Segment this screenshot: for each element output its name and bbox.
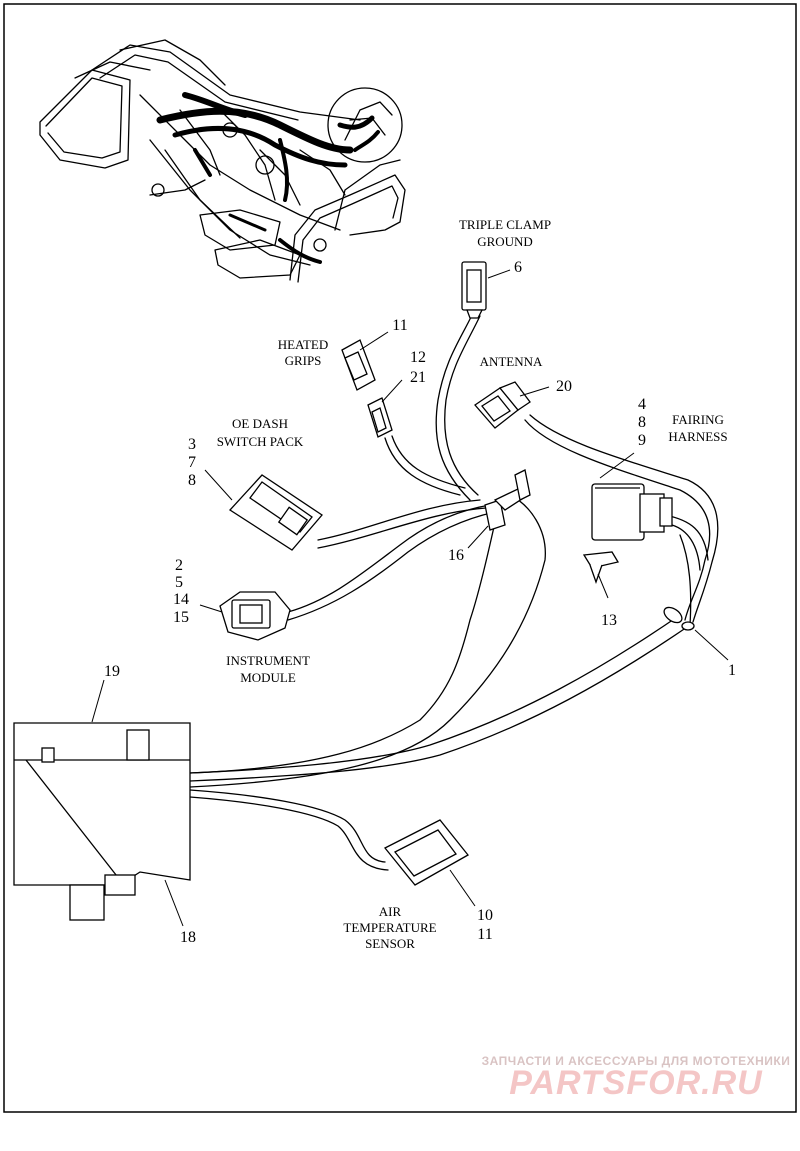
callout-15: 15 xyxy=(173,609,189,626)
callout-7: 7 xyxy=(188,454,196,471)
connector-heated-grips xyxy=(341,339,376,391)
connector-12-21 xyxy=(367,397,393,438)
cable-strap-1 xyxy=(663,606,695,631)
callout-numbers: 6 11 12 21 20 4 8 9 3 7 8 16 13 2 5 14 1… xyxy=(104,259,736,946)
text-labels: TRIPLE CLAMP GROUND HEATED GRIPS ANTENNA… xyxy=(217,217,728,951)
callout-4: 4 xyxy=(638,396,646,413)
label-fairing-1: FAIRING xyxy=(672,412,724,427)
main-harness-routing xyxy=(156,92,380,264)
callout-16: 16 xyxy=(448,547,464,564)
connector-oe-dash xyxy=(229,474,323,551)
label-instrument-2: MODULE xyxy=(240,670,296,685)
callout-6: 6 xyxy=(514,259,522,276)
motorcycle-frame-illustration xyxy=(39,39,406,283)
callout-10: 10 xyxy=(477,907,493,924)
connector-instrument-module xyxy=(219,591,291,641)
callout-8-dash: 8 xyxy=(188,472,196,489)
label-triple-clamp-1: TRIPLE CLAMP xyxy=(459,217,551,232)
callout-11-grips: 11 xyxy=(392,317,407,334)
label-air-temp-3: SENSOR xyxy=(365,936,415,951)
label-air-temp-1: AIR xyxy=(379,904,402,919)
connector-fairing-harness xyxy=(591,483,673,541)
label-triple-clamp-2: GROUND xyxy=(477,234,533,249)
connector-antenna xyxy=(474,381,531,429)
callout-3: 3 xyxy=(188,436,196,453)
callout-21: 21 xyxy=(410,369,426,386)
callout-1: 1 xyxy=(728,662,736,679)
connector-triple-clamp-ground xyxy=(461,261,487,319)
label-antenna: ANTENNA xyxy=(480,354,543,369)
clip-13 xyxy=(582,551,620,584)
callout-9: 9 xyxy=(638,432,646,449)
callout-11-sensor: 11 xyxy=(477,926,492,943)
callout-14: 14 xyxy=(173,591,189,608)
watermark-tagline: ЗАПЧАСТИ И АКСЕССУАРЫ ДЛЯ МОТОТЕХНИКИ xyxy=(482,1054,791,1068)
watermark-brand: PARTSFOR.RU xyxy=(509,1064,763,1102)
label-heated-grips-2: GRIPS xyxy=(285,353,322,368)
cable-tie-16 xyxy=(484,469,531,531)
callout-12: 12 xyxy=(410,349,426,366)
callout-19: 19 xyxy=(104,663,120,680)
wires xyxy=(189,314,719,871)
fairing-bracket-box xyxy=(13,722,191,921)
callout-5: 5 xyxy=(175,574,183,591)
page-frame xyxy=(3,3,797,1113)
watermark: ЗАПЧАСТИ И АКСЕССУАРЫ ДЛЯ МОТОТЕХНИКИ PA… xyxy=(482,1054,791,1102)
label-oe-dash-2: SWITCH PACK xyxy=(217,434,304,449)
callout-2: 2 xyxy=(175,557,183,574)
callout-8-fairing: 8 xyxy=(638,414,646,431)
label-heated-grips-1: HEATED xyxy=(278,337,329,352)
callout-18: 18 xyxy=(180,929,196,946)
leader-lines xyxy=(91,269,729,927)
label-instrument-1: INSTRUMENT xyxy=(226,653,310,668)
callout-13: 13 xyxy=(601,612,617,629)
callout-20: 20 xyxy=(556,378,572,395)
connector-air-temperature-sensor xyxy=(383,819,469,886)
label-oe-dash-1: OE DASH xyxy=(232,416,288,431)
label-fairing-2: HARNESS xyxy=(668,429,727,444)
label-air-temp-2: TEMPERATURE xyxy=(343,920,436,935)
